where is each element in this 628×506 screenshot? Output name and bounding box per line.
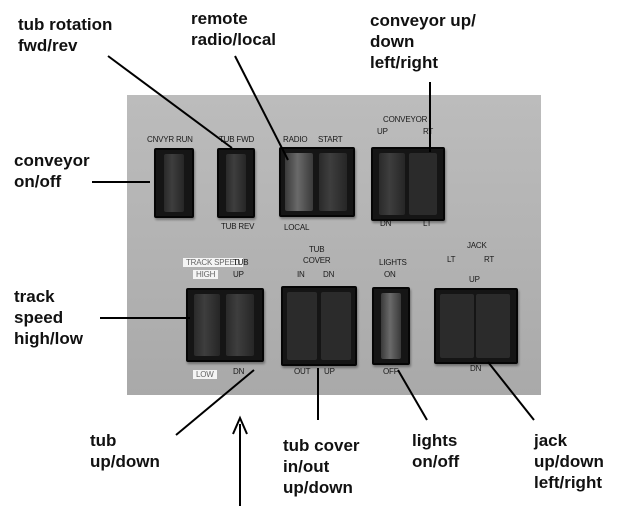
callout-lights: lights on/off xyxy=(412,430,459,472)
callout-conveyor-onoff: conveyor on/off xyxy=(14,150,90,192)
callout-tub-updown: tub up/down xyxy=(90,430,160,472)
callout-jack: jack up/down left/right xyxy=(534,430,604,493)
callout-remote-radio: remote radio/local xyxy=(191,8,276,50)
callout-track-speed: track speed high/low xyxy=(14,286,83,349)
callout-conveyor-updown: conveyor up/ down left/right xyxy=(370,10,476,73)
callout-tub-cover: tub cover in/out up/down xyxy=(283,435,360,498)
callout-tub-rotation: tub rotation fwd/rev xyxy=(18,14,112,56)
